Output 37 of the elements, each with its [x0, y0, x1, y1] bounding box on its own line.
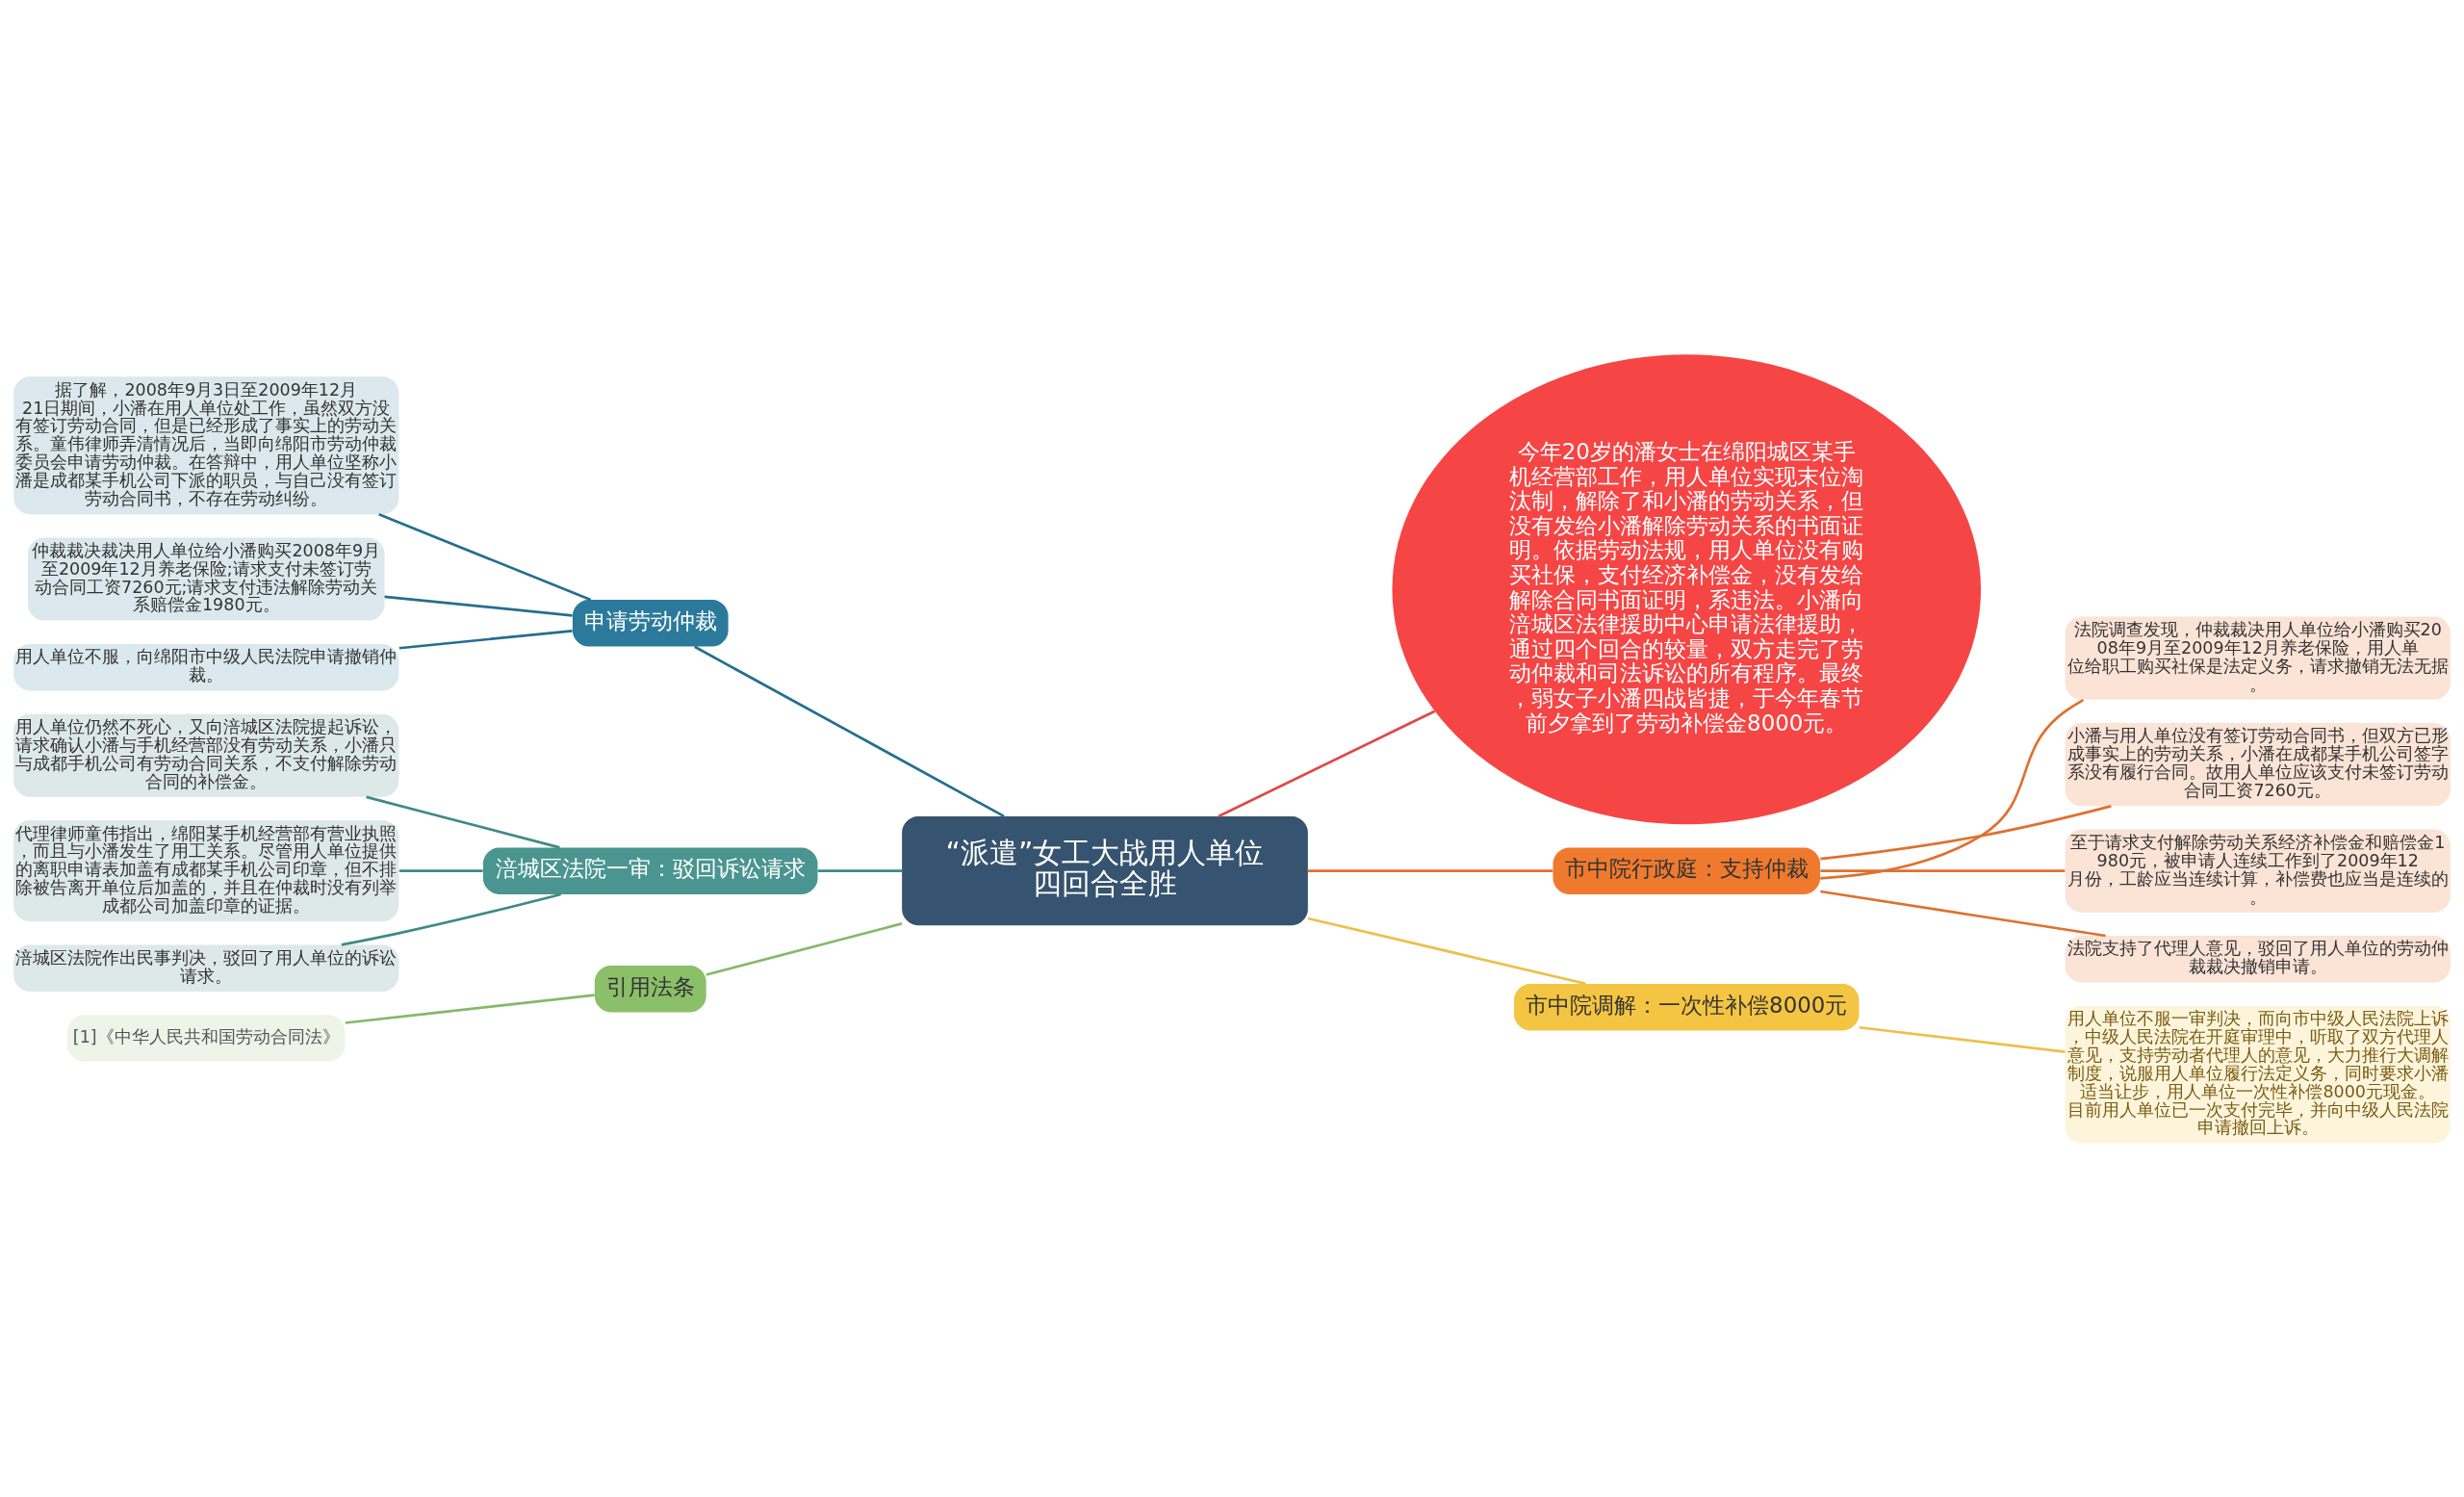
node-box: 至于请求支付解除劳动关系经济补偿金和赔偿金1980元，被申请人连续工作到了2009年12月份，工龄应当连续计算，补偿费也应当是连续的。: [2065, 829, 2451, 913]
connector: [817, 868, 903, 872]
node-box: 用人单位仍然不死心，又向涪城区法院提起诉讼，请求确认小潘与手机经营部没有劳动关系，小潘只与成都手机公司有劳动合同关系，不支付解除劳动合同的补偿金。: [13, 713, 399, 797]
connector: [1820, 804, 2112, 860]
node-box: 仲裁裁决裁决用人单位给小潘购买2008年9月至2009年12月养老保险;请求支付未签订劳动合同工资7260元;请求支付违法解除劳动关系赔偿金1980元。: [28, 536, 385, 621]
connector: [1218, 710, 1436, 817]
connector: [398, 868, 483, 872]
node-box: [1]《中华人民共和国劳动合同法》: [67, 1014, 346, 1062]
connector: [341, 892, 561, 946]
node-box: 代理律师童伟指出，绵阳某手机经营部有营业执照，而且与小潘发生了用工关系。尽管用人单位提供的离职申请表加盖有成都某手机公司印章，但不排除被告离开单位后加盖的，并且在仲裁时没有列举成都公司加盖印章的证据。: [13, 819, 399, 921]
node-box: 法院调查发现，仲裁裁决用人单位给小潘购买2008年9月至2009年12月养老保险，用人单位给职工购买社保是法定义务，请求撤销无法无据。: [2065, 616, 2451, 700]
connector: [384, 595, 573, 617]
connector: [1820, 698, 2085, 880]
connector: [694, 645, 1005, 817]
node-box: 涪城区法院一审：驳回诉讼请求: [482, 846, 818, 894]
node-box: 法院支持了代理人意见，驳回了用人单位的劳动仲裁裁决撤销申请。: [2065, 935, 2451, 983]
node-box: 据了解，2008年9月3日至2009年12月21日期间，小潘在用人单位处工作，虽然双方没有签订劳动合同，但是已经形成了事实上的劳动关系。童伟律师弄清情况后，当即向绵阳市劳动仲裁委员会申请劳动仲裁。在答辩中，用人单位坚称小潘是成都某手机公司下派的职员，与自己没有签订劳动合同书，不存在劳动纠纷。: [13, 375, 399, 514]
connector: [378, 512, 592, 601]
connector: [1820, 890, 2106, 937]
node-box: 涪城区法院作出民事判决，驳回了用人单位的诉讼请求。: [13, 943, 399, 992]
connector: [1307, 916, 1586, 985]
node-box: 用人单位不服，向绵阳市中级人民法院申请撤销仲裁。: [13, 643, 399, 690]
node-box: 市中院调解：一次性补偿8000元: [1514, 983, 1860, 1030]
connector: [345, 993, 595, 1024]
node-box: 市中院行政庭：支持仲裁: [1553, 846, 1821, 894]
connector: [398, 629, 573, 650]
connector: [366, 795, 560, 849]
node-box: 小潘与用人单位没有签订劳动合同书，但双方已形成事实上的劳动关系，小潘在成都某手机公司签字系没有履行合同。故用人单位应该支付未签订劳动合同工资7260元。: [2065, 722, 2451, 806]
connector: [706, 921, 903, 976]
node-box: “派遣”女工大战用人单位四回合全胜: [902, 815, 1308, 925]
connector: [1307, 868, 1553, 872]
connector: [1859, 1025, 2066, 1053]
node-ellipse: 今年20岁的潘女士在绵阳城区某手机经营部工作，用人单位实现末位淘汰制，解除了和小潘的劳动关系，但没有发给小潘解除劳动关系的书面证明。依据劳动法规，用人单位没有购买社保，支付经济补偿金，没有发给解除合同书面证明，系违法。小潘向涪城区法律援助中心申请法律援助，通过四个回合的较量，双方走完了劳动仲裁和司法诉讼的所有程序。最终，弱女子小潘四战皆捷，于今年春节前夕拿到了劳动补偿金8000元。: [1392, 353, 1982, 824]
node-box: 申请劳动仲裁: [572, 599, 729, 647]
node-box: 用人单位不服一审判决，而向市中级人民法院上诉，中级人民法院在开庭审理中，听取了双方代理人意见，支持劳动者代理人的意见，大力推行大调解制度，说服用人单位履行法定义务，同时要求小潘适当让步，用人单位一次性补偿8000元现金。目前用人单位已一次支付完毕，并向中级人民法院申请撤回上诉。: [2065, 1005, 2451, 1144]
node-box: 引用法条: [594, 965, 706, 1013]
connector: [1820, 868, 2066, 872]
